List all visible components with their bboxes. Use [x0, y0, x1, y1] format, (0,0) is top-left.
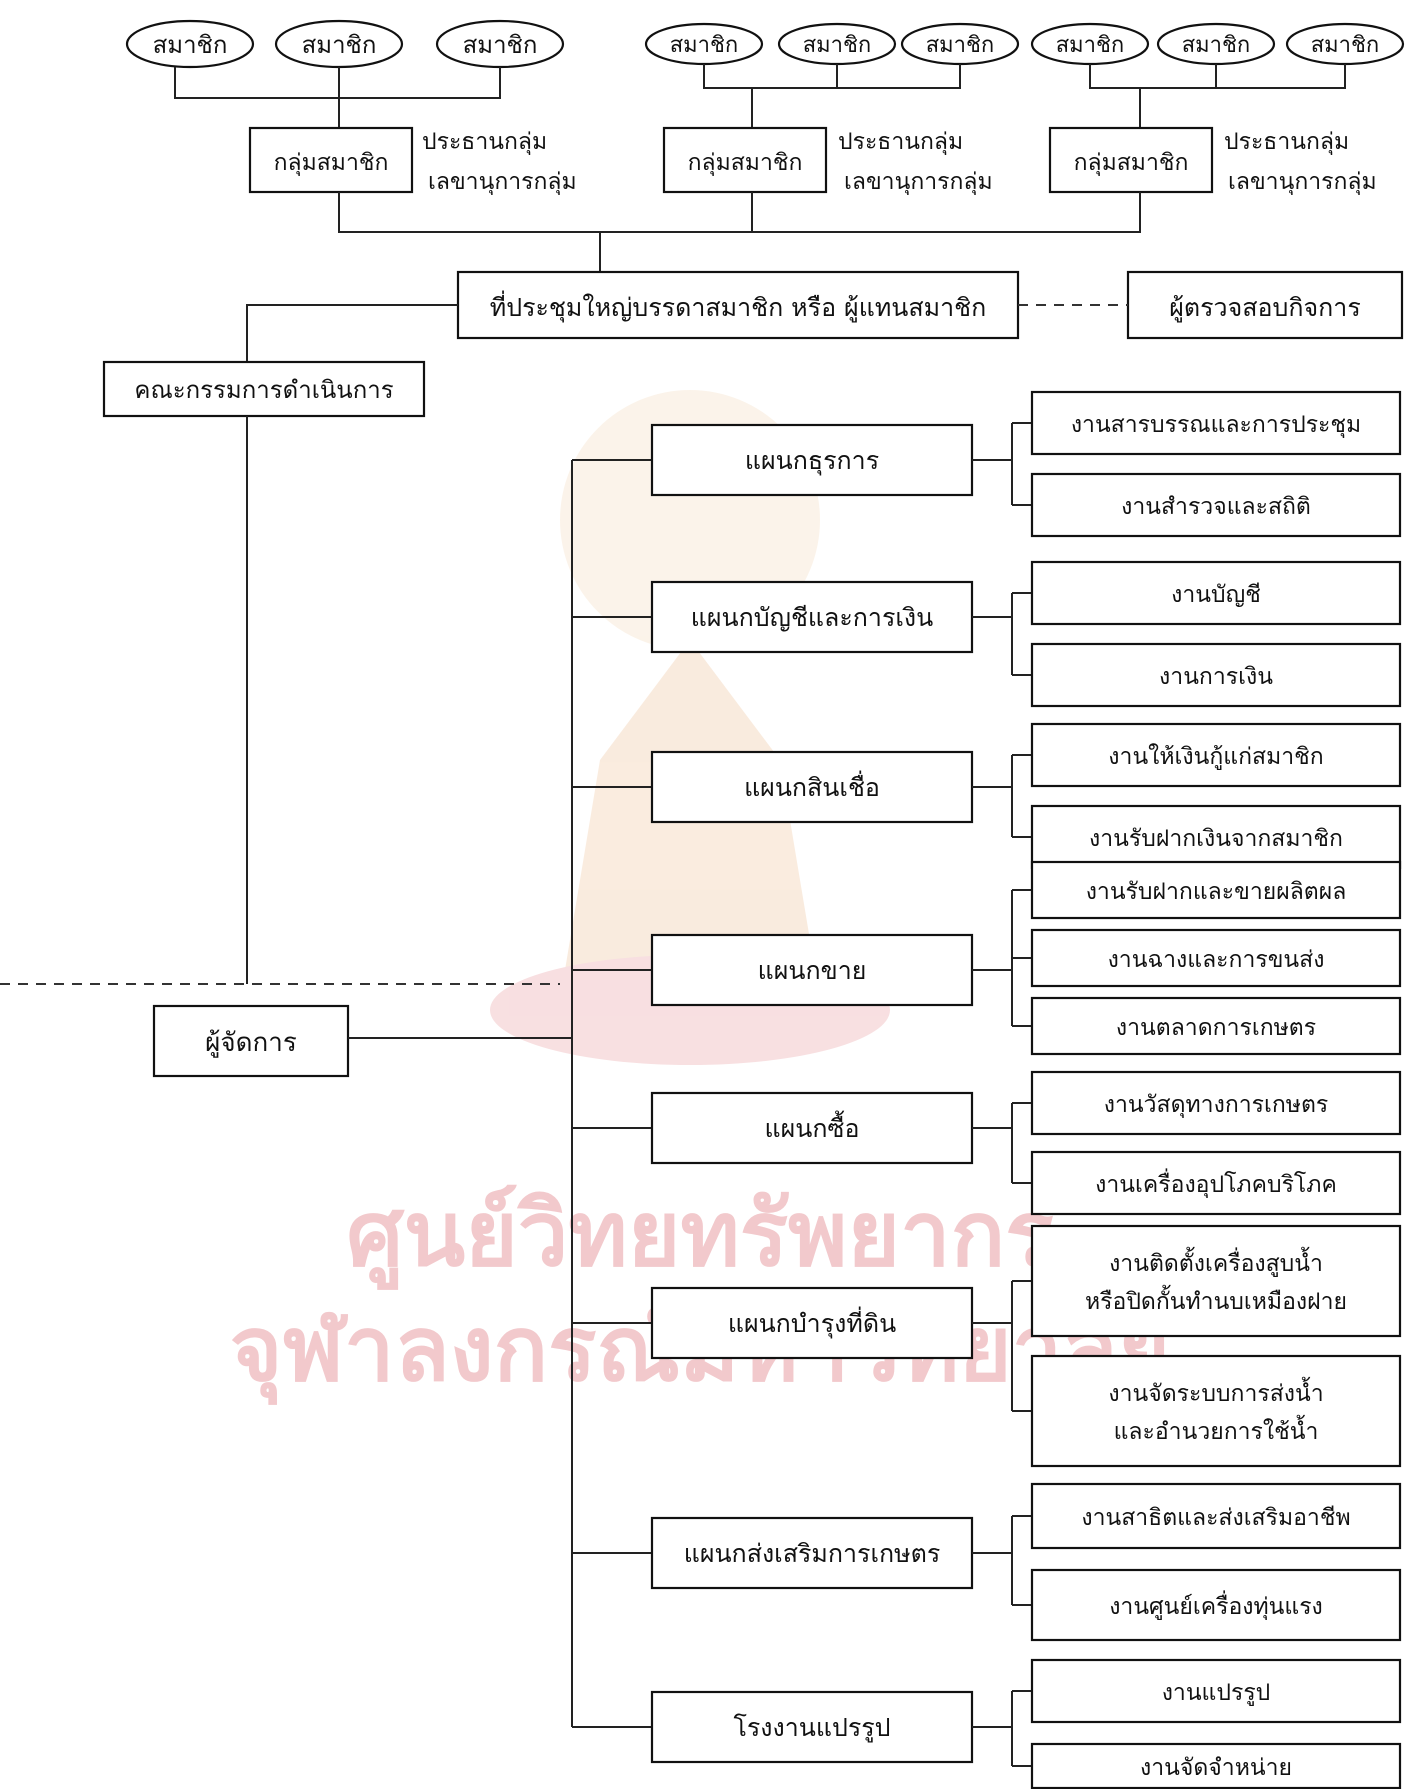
department-box: [650, 580, 974, 654]
work-unit-label: งานการเงิน: [1159, 664, 1273, 690]
member-group-box: [1048, 126, 1214, 194]
committee-box: [102, 360, 426, 418]
group-secretary-label: เลขานุการกลุ่ม: [428, 169, 577, 195]
work-unit-label: งานรับฝากและขายผลิตผล: [1086, 879, 1347, 905]
work-unit-box: [1030, 390, 1402, 456]
member-group-box: [248, 126, 414, 194]
member-oval: [125, 19, 255, 69]
work-unit-label: งานสารบรรณและการประชุม: [1071, 412, 1361, 438]
work-unit-label: งานแปรรูป: [1162, 1680, 1271, 1706]
groups-connector: [338, 192, 1141, 272]
work-unit-box: [1030, 996, 1402, 1056]
work-unit-box: [1030, 1742, 1402, 1789]
work-unit-box: [1030, 472, 1402, 538]
work-unit-label: งานวัสดุทางการเกษตร: [1104, 1092, 1329, 1118]
work-unit-box: [1030, 1354, 1402, 1468]
work-unit-label: งานตลาดการเกษตร: [1116, 1015, 1316, 1041]
work-unit-label: งานบัญชี: [1171, 582, 1261, 608]
work-unit-box: [1030, 722, 1402, 788]
work-unit-label: งานติดตั้งเครื่องสูบน้ำ: [1109, 1247, 1323, 1277]
work-unit-box: [1030, 560, 1402, 626]
work-unit-box: [1030, 1224, 1402, 1338]
member-label: สมาชิก: [463, 31, 538, 59]
general-assembly-label: ที่ประชุมใหญ่บรรดาสมาชิก หรือ ผู้แทนสมาช…: [490, 290, 987, 323]
work-unit-label: งานจัดระบบการส่งน้ำ: [1108, 1377, 1323, 1407]
manager-label: ผู้จัดการ: [205, 1028, 297, 1058]
group-secretary-label: เลขานุการกลุ่ม: [844, 169, 993, 195]
group-secretary-label: เลขานุการกลุ่ม: [1228, 169, 1377, 195]
member-label: สมาชิก: [302, 31, 377, 59]
manager-box: [152, 1004, 350, 1078]
unit-bracket-connector: [972, 1516, 1013, 1605]
member-label: สมาชิก: [803, 33, 872, 58]
work-unit-label: งานสาธิตและส่งเสริมอาชีพ: [1081, 1505, 1350, 1531]
auditor-label: ผู้ตรวจสอบกิจการ: [1169, 293, 1361, 323]
group-chair-label: ประธานกลุ่ม: [838, 129, 963, 155]
unit-bracket-connector: [972, 1691, 1013, 1766]
unit-bracket-connector: [972, 1103, 1013, 1183]
member-connectors: [174, 64, 1346, 128]
group-chair-label: ประธานกลุ่ม: [1224, 129, 1349, 155]
department-label: โรงงานแปรรูป: [733, 1713, 890, 1743]
group-chair-label: ประธานกลุ่ม: [422, 129, 547, 155]
member-label: สมาชิก: [1182, 33, 1251, 58]
work-unit-box: [1030, 1150, 1402, 1216]
member-label: สมาชิก: [153, 31, 228, 59]
work-unit-box: [1030, 860, 1402, 920]
work-unit-label: งานให้เงินกู้แก่สมาชิก: [1108, 743, 1323, 770]
work-unit-label: งานสำรวจและสถิติ: [1121, 494, 1311, 520]
member-groups: กลุ่มสมาชิก กลุ่มสมาชิก กลุ่มสมาชิก ประธ…: [248, 126, 1377, 195]
member-group-label: กลุ่มสมาชิก: [274, 150, 389, 176]
work-unit-box: [1030, 928, 1402, 988]
member-label: สมาชิก: [1311, 33, 1380, 58]
department-box: [650, 1690, 974, 1764]
member-ovals: สมาชิก สมาชิก สมาชิก สมาชิก สมาชิก สมาชิ…: [125, 19, 1405, 69]
member-label: สมาชิก: [926, 33, 995, 58]
unit-bracket-connector: [972, 423, 1013, 505]
work-unit-box: [1030, 804, 1402, 870]
department-label: แผนกสินเชื่อ: [744, 770, 880, 802]
watermark: ศูนย์วิทยทรัพยากร จุฬาลงกรณ์มหาวิทยาลัย: [230, 390, 1170, 1406]
member-group-box: [662, 126, 828, 194]
work-unit-label: งานเครื่องอุปโภคบริโภค: [1095, 1168, 1337, 1198]
unit-bracket-connector: [972, 1281, 1013, 1411]
general-assembly-box: [456, 270, 1020, 340]
assembly-row: ที่ประชุมใหญ่บรรดาสมาชิก หรือ ผู้แทนสมาช…: [456, 270, 1404, 340]
watermark-line-1: ศูนย์วิทยทรัพยากร: [346, 1182, 1053, 1290]
department-label: แผนกธุรการ: [745, 446, 879, 476]
work-unit-label: งานจัดจำหน่าย: [1140, 1755, 1292, 1781]
department-box: [650, 1091, 974, 1165]
work-unit-box: [1030, 642, 1402, 708]
work-unit-box: [1030, 1568, 1402, 1642]
member-label: สมาชิก: [670, 33, 739, 58]
work-unit-label: งานศูนย์เครื่องทุ่นแรง: [1109, 1590, 1323, 1620]
unit-bracket-connector: [972, 890, 1013, 1026]
department-label: แผนกขาย: [758, 956, 867, 985]
department-tree: แผนกธุรการ งานสารบรรณและการประชุมงานสำรวจ…: [571, 390, 1402, 1789]
unit-bracket-connector: [972, 593, 1013, 675]
member-group-label: กลุ่มสมาชิก: [1074, 150, 1189, 176]
committee-label: คณะกรรมการดำเนินการ: [134, 376, 393, 404]
unit-bracket-connector: [972, 755, 1013, 837]
work-unit-label: และอำนวยการใช้น้ำ: [1114, 1415, 1319, 1445]
work-unit-label: งานรับฝากเงินจากสมาชิก: [1089, 826, 1343, 852]
work-unit-label: งานฉางและการขนส่ง: [1108, 947, 1325, 973]
work-unit-box: [1030, 1482, 1402, 1550]
department-label: แผนกส่งเสริมการเกษตร: [684, 1539, 941, 1568]
auditor-box: [1126, 270, 1404, 340]
department-label: แผนกบัญชีและการเงิน: [691, 603, 933, 632]
work-unit-box: [1030, 1070, 1402, 1136]
assembly-committee-connector: [246, 304, 458, 362]
member-group-label: กลุ่มสมาชิก: [688, 150, 803, 176]
department-label: แผนกซื้อ: [765, 1110, 860, 1143]
department-label: แผนกบำรุงที่ดิน: [728, 1306, 896, 1339]
work-unit-box: [1030, 1658, 1402, 1724]
member-label: สมาชิก: [1056, 33, 1125, 58]
work-unit-label: หรือปิดกั้นทำนบเหมืองฝาย: [1085, 1285, 1347, 1315]
department-box: [650, 750, 974, 824]
